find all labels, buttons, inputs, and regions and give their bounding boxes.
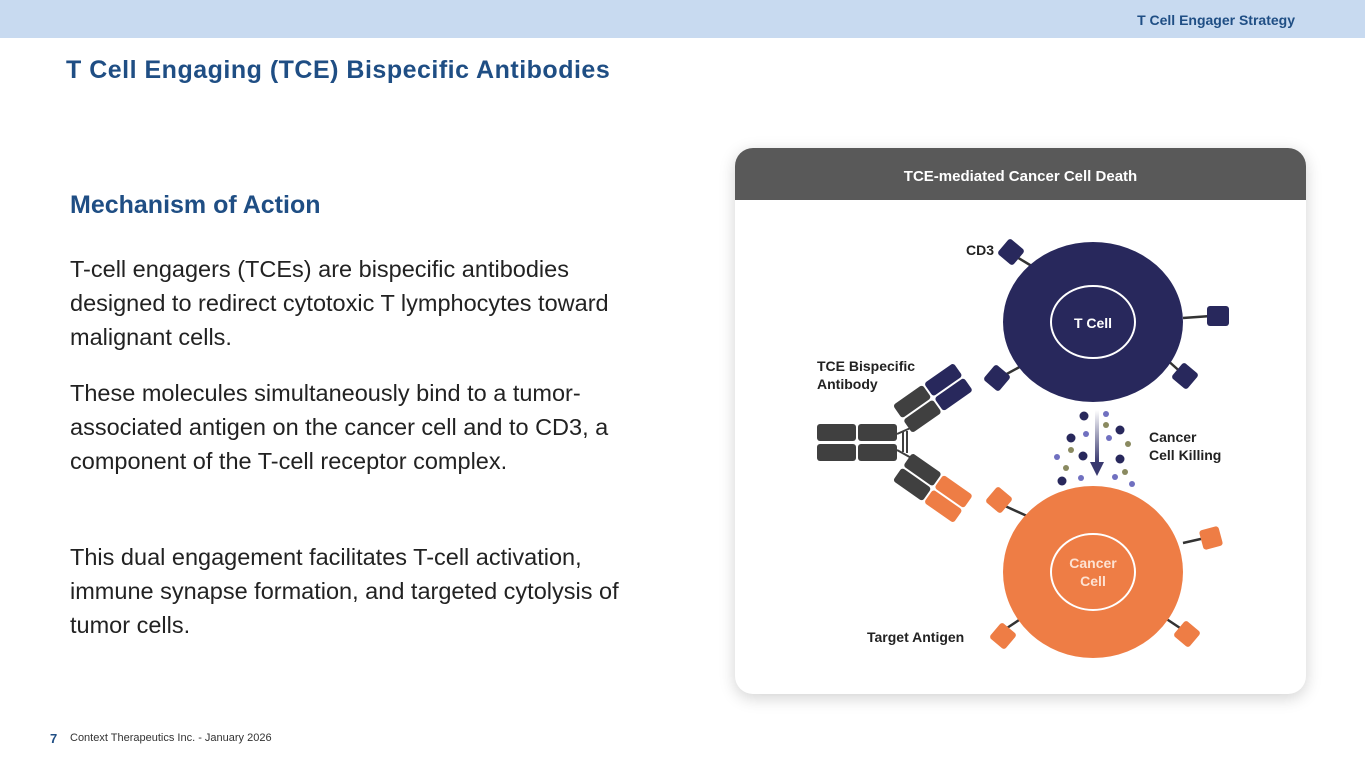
t-cell	[1003, 242, 1183, 402]
footer-text: Context Therapeutics Inc. - January 2026	[70, 732, 272, 744]
page-title: T Cell Engaging (TCE) Bispecific Antibod…	[66, 56, 611, 84]
section-label: T Cell Engager Strategy	[1137, 12, 1295, 28]
cancer-cell-label: Cell	[1080, 573, 1106, 589]
paragraph: This dual engagement facilitates T-cell …	[70, 544, 619, 638]
cancer-cell-label: Cancer	[1069, 555, 1117, 571]
target-antigen-receptor	[1199, 526, 1223, 550]
cd3-label: CD3	[966, 242, 994, 258]
target-antigen-receptor	[990, 623, 1016, 649]
page-number: 7	[50, 731, 58, 746]
cytotoxic-granules	[1054, 411, 1135, 487]
cd3-receptor	[984, 365, 1010, 391]
subheading: Mechanism of Action	[70, 191, 321, 219]
killing-label: Cell Killing	[1149, 447, 1221, 463]
paragraph: T-cell engagers (TCEs) are bispecific an…	[70, 256, 609, 350]
target-antigen-receptor	[1174, 621, 1200, 647]
killing-label: Cancer	[1149, 429, 1197, 445]
diagram-card: TCE-mediated Cancer Cell Death T Cell CD…	[735, 148, 1306, 694]
arrow-head-icon	[1090, 462, 1104, 476]
diagram-title: TCE-mediated Cancer Cell Death	[735, 148, 1306, 200]
cd3-receptor	[998, 239, 1024, 265]
top-banner	[0, 0, 1365, 38]
antibody-label: TCE Bispecific	[817, 358, 915, 374]
t-cell-label: T Cell	[1074, 315, 1112, 331]
antibody-label: Antibody	[817, 376, 878, 392]
target-antigen-receptor	[986, 487, 1012, 513]
cd3-receptor	[1172, 363, 1198, 389]
tce-bispecific-antibody	[817, 364, 972, 522]
mechanism-diagram: T Cell CD3 Cancer Cell Target Antigen	[817, 239, 1229, 658]
t-cell-nucleus	[1050, 285, 1136, 359]
target-antigen-label: Target Antigen	[867, 629, 964, 645]
cancer-cell-nucleus	[1050, 533, 1136, 611]
cancer-cell	[1003, 486, 1183, 658]
paragraph: These molecules simultaneously bind to a…	[70, 380, 609, 474]
killing-arrow	[1095, 410, 1099, 462]
cd3-receptor	[1207, 306, 1229, 326]
